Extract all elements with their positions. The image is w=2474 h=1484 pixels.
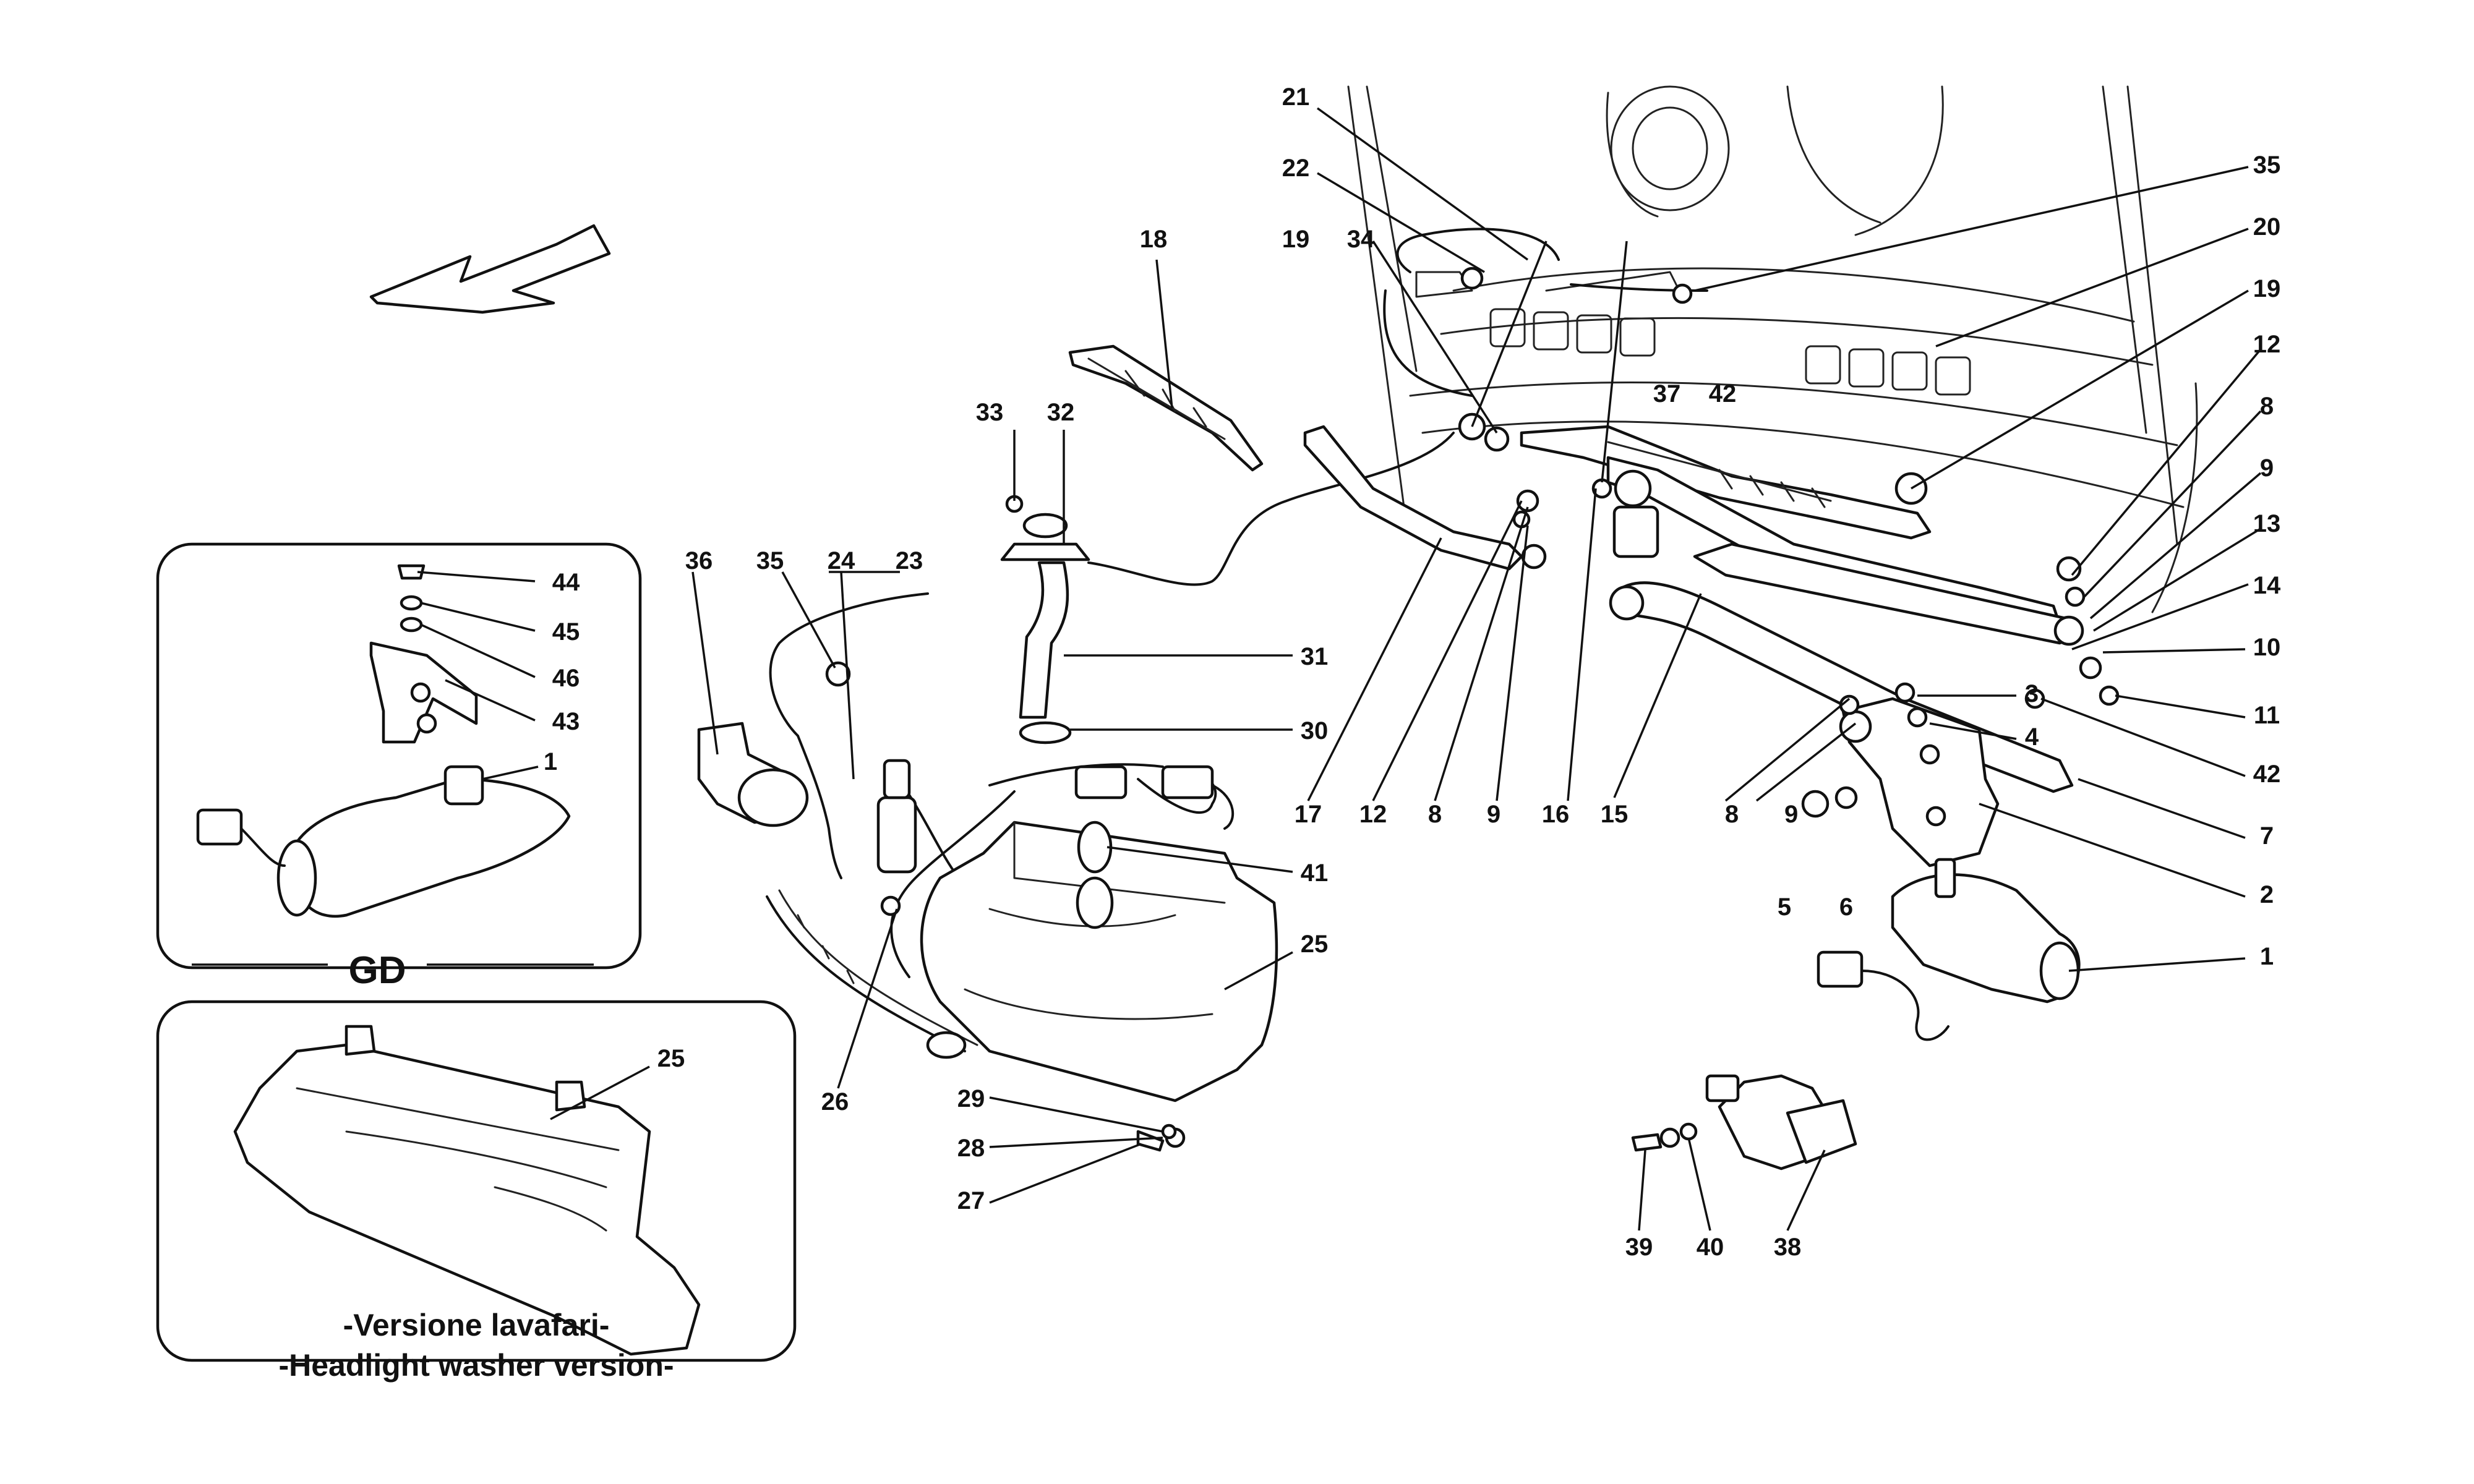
- callout-29: 29: [957, 1085, 985, 1112]
- wiper-arm-left: [1303, 425, 1547, 571]
- callout-10: 10: [2253, 634, 2281, 661]
- callout-9-lower: 9: [1784, 801, 1798, 828]
- wiper-blade-right: [1520, 425, 1932, 540]
- callout-6: 6: [1839, 893, 1853, 921]
- callout-25-inset: 25: [657, 1045, 685, 1072]
- callout-8-mid: 8: [1428, 801, 1442, 828]
- callout-7: 7: [2260, 822, 2274, 850]
- callout-23: 23: [896, 547, 923, 574]
- callout-37: 37: [1653, 380, 1681, 407]
- wiper-motor: [1817, 858, 2081, 1041]
- washer-reservoir: [920, 821, 1278, 1102]
- callout-1-inset: 1: [544, 748, 557, 775]
- callout-8-lower: 8: [1725, 801, 1739, 828]
- inset-gd: GD: [156, 542, 642, 992]
- callout-12-right: 12: [2253, 331, 2281, 358]
- wiring-harness: [766, 889, 978, 1059]
- wiper-blade-left: [1068, 344, 1264, 472]
- callout-18: 18: [1140, 226, 1168, 253]
- callout-33: 33: [976, 399, 1004, 426]
- callout-19-right: 19: [2253, 275, 2281, 302]
- callout-labels: 21 22 35 20 19 12 8 9 13 14 10 11 42 7 2…: [544, 83, 2281, 1261]
- callout-21: 21: [1282, 83, 1310, 111]
- callout-35-left: 35: [756, 547, 784, 574]
- callout-3: 3: [2025, 680, 2039, 707]
- callout-16: 16: [1542, 801, 1570, 828]
- callout-46: 46: [552, 665, 580, 692]
- washer-filler-neck: [1000, 495, 1090, 744]
- callout-17: 17: [1295, 801, 1322, 828]
- arrow-left-down-icon: [369, 224, 611, 314]
- callout-38: 38: [1774, 1234, 1802, 1261]
- callout-22: 22: [1282, 155, 1310, 182]
- callout-2: 2: [2260, 881, 2274, 908]
- callout-42-right: 42: [2253, 761, 2281, 788]
- callout-35-top: 35: [2253, 151, 2281, 179]
- washer-pump: [876, 759, 917, 916]
- callout-30: 30: [1301, 717, 1329, 744]
- callout-9-right: 9: [2260, 454, 2274, 482]
- horn: [1631, 1074, 1857, 1171]
- callout-11: 11: [2254, 702, 2280, 729]
- callout-8-right: 8: [2260, 393, 2274, 420]
- callout-19-top: 19: [1282, 226, 1310, 253]
- callout-24: 24: [828, 547, 855, 574]
- callout-4: 4: [2025, 723, 2039, 751]
- callout-28: 28: [957, 1135, 985, 1162]
- callout-14: 14: [2253, 572, 2281, 599]
- callout-1-main: 1: [2260, 943, 2274, 970]
- callout-34: 34: [1347, 226, 1375, 253]
- callout-25-main: 25: [1301, 931, 1329, 958]
- pump-connector: [1074, 765, 1234, 830]
- callout-20: 20: [2253, 213, 2281, 241]
- callout-27: 27: [957, 1187, 985, 1214]
- callout-12-mid: 12: [1359, 801, 1387, 828]
- wiper-motor-bracket: [1839, 697, 2000, 868]
- inset-gd-label: GD: [349, 949, 406, 992]
- inset-headlight-washer: -Versione lavafari- -Headlight washer ve…: [156, 1000, 797, 1383]
- callout-13: 13: [2253, 510, 2281, 537]
- callout-39: 39: [1625, 1234, 1653, 1261]
- callout-15: 15: [1601, 801, 1629, 828]
- callout-31: 31: [1301, 643, 1329, 670]
- caption-italian: -Versione lavafari-: [343, 1308, 610, 1342]
- callout-43: 43: [552, 708, 580, 735]
- leader-lines: [192, 107, 2262, 1231]
- callout-5: 5: [1778, 893, 1791, 921]
- callout-26: 26: [821, 1088, 849, 1115]
- caption-english: -Headlight washer version-: [278, 1348, 674, 1383]
- callout-40: 40: [1697, 1234, 1724, 1261]
- callout-9-mid: 9: [1487, 801, 1500, 828]
- callout-36: 36: [685, 547, 713, 574]
- callout-45: 45: [552, 618, 580, 646]
- callout-41: 41: [1301, 859, 1329, 887]
- callout-32: 32: [1047, 399, 1075, 426]
- callout-44: 44: [552, 569, 580, 596]
- wiper-linkage: [1609, 505, 2084, 793]
- horn-bracket-left: [697, 661, 851, 827]
- callout-42-top: 42: [1709, 380, 1737, 407]
- front-hood: [1347, 85, 2198, 613]
